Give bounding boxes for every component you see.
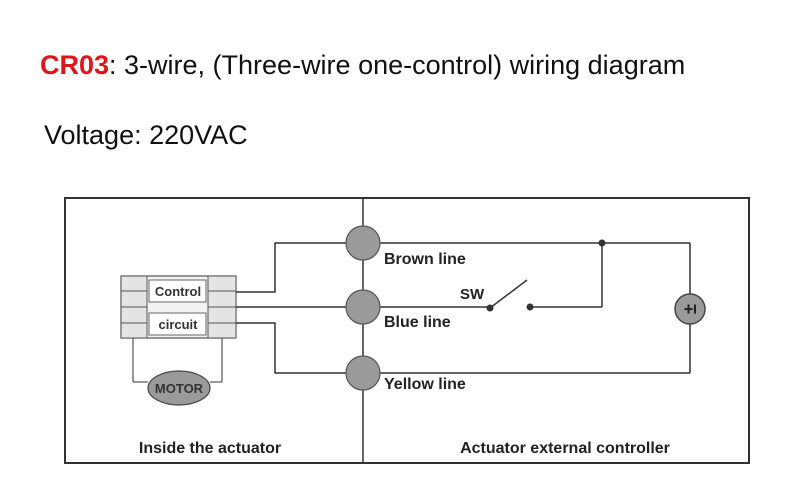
diagram-frame: [64, 197, 750, 464]
power-source-symbol: [674, 293, 706, 325]
terminal-yellow: [345, 355, 381, 391]
switch-label: SW: [460, 286, 485, 303]
power-source: ±: [674, 293, 706, 325]
switch-contact-right: [526, 303, 534, 311]
motor: MOTOR: [132, 338, 223, 406]
brown-line-label: Brown line: [384, 251, 466, 268]
external-wires: [363, 242, 691, 374]
terminal-blue: [345, 289, 381, 325]
voltage-label: Voltage: 220VAC: [44, 120, 248, 150]
control-circuit-module: Control circuit: [120, 275, 237, 339]
control-label: Control: [155, 284, 201, 299]
power-symbol-label: ±: [680, 304, 700, 314]
circuit-label: circuit: [158, 317, 198, 332]
inside-actuator-label: Inside the actuator: [139, 440, 281, 457]
page-title: CR03: 3-wire, (Three-wire one-control) w…: [40, 50, 685, 81]
blue-line-label: Blue line: [384, 314, 451, 331]
external-controller-label: Actuator external controller: [460, 440, 670, 457]
junction-dot: [598, 239, 606, 247]
motor-label: MOTOR: [155, 381, 204, 396]
model-code: CR03: [40, 50, 110, 80]
motor-symbol: [147, 370, 211, 406]
internal-wires: [236, 242, 363, 374]
switch-contact-left: [486, 304, 494, 312]
title-description: : 3-wire, (Three-wire one-control) wirin…: [109, 50, 686, 80]
yellow-line-label: Yellow line: [384, 376, 466, 393]
terminal-brown: [345, 225, 381, 261]
